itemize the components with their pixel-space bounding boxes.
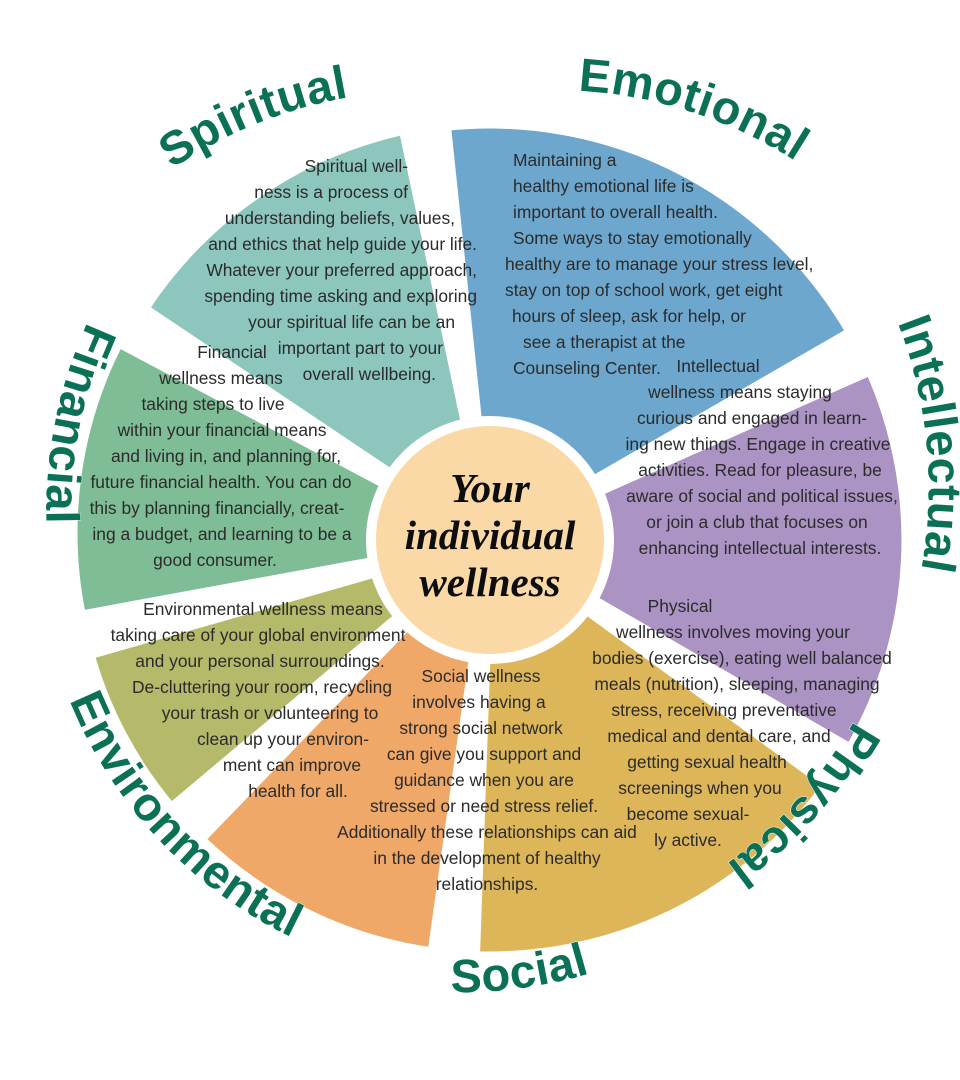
environmental-line-6: ment can improve	[223, 755, 361, 775]
financial-line-0: Financial	[197, 342, 267, 362]
segment-spiritual-shape[interactable]	[140, 125, 495, 545]
environmental-line-0: Environmental wellness means	[143, 599, 383, 619]
intellectual-line-5: aware of social and political issues,	[626, 486, 898, 506]
emotional-line-2: important to overall health.	[513, 202, 718, 222]
social-line-4: guidance when you are	[394, 770, 574, 790]
social-line-0: Social wellness	[422, 666, 541, 686]
segment-social-text: Social wellness involves having a strong…	[337, 666, 637, 894]
segment-social[interactable]	[196, 535, 495, 957]
spiritual-line-2: understanding beliefs, values,	[225, 208, 455, 228]
segment-intellectual-shape[interactable]	[485, 366, 911, 753]
social-line-7: in the development of healthy	[373, 848, 601, 868]
financial-line-2: taking steps to live	[141, 394, 284, 414]
financial-line-4: and living in, and planning for,	[111, 446, 341, 466]
intellectual-line-6: or join a club that focuses on	[646, 512, 867, 532]
spiritual-line-7: important part to your	[278, 338, 443, 358]
social-line-2: strong social network	[399, 718, 563, 738]
intellectual-line-4: activities. Read for pleasure, be	[638, 460, 882, 480]
environmental-line-4: your trash or volunteering to	[162, 703, 379, 723]
emotional-line-4: healthy are to manage your stress level,	[505, 254, 813, 274]
physical-line-9: ly active.	[654, 830, 722, 850]
spiritual-line-5: spending time asking and exploring	[204, 286, 477, 306]
spiritual-line-0: Spiritual well-	[305, 156, 409, 176]
emotional-line-5: stay on top of school work, get eight	[505, 280, 783, 300]
segment-environmental-text: Environmental wellness means taking care…	[111, 599, 406, 801]
physical-line-8: become sexual-	[627, 804, 750, 824]
emotional-line-3: Some ways to stay emotionally	[513, 228, 752, 248]
intellectual-line-2: curious and engaged in learn-	[637, 408, 867, 428]
hub: Your individual wellness	[366, 416, 614, 664]
hub-line-0: Your	[450, 465, 531, 511]
physical-line-3: meals (nutrition), sleeping, managing	[594, 674, 879, 694]
spiritual-line-3: and ethics that help guide your life.	[208, 234, 477, 254]
segment-physical[interactable]	[471, 535, 832, 961]
financial-line-5: future financial health. You can do	[90, 472, 351, 492]
spiritual-line-1: ness is a process of	[254, 182, 408, 202]
physical-line-7: screenings when you	[618, 778, 781, 798]
environmental-line-1: taking care of your global environment	[111, 625, 406, 645]
segment-emotional-text: Maintaining a healthy emotional life is …	[505, 150, 813, 378]
emotional-line-0: Maintaining a	[513, 150, 617, 170]
physical-line-5: medical and dental care, and	[607, 726, 830, 746]
social-line-5: stressed or need stress relief.	[370, 796, 598, 816]
intellectual-line-0: Intellectual	[676, 356, 759, 376]
segment-physical-text: Physical wellness involves moving your b…	[592, 596, 892, 850]
segment-spiritual[interactable]	[140, 125, 495, 545]
segment-intellectual[interactable]	[485, 366, 911, 753]
intellectual-line-1: wellness means staying	[647, 382, 832, 402]
emotional-line-8: Counseling Center.	[513, 358, 661, 378]
segment-physical-shape[interactable]	[471, 535, 832, 961]
segment-intellectual-text: Intellectual wellness means staying curi…	[626, 356, 898, 558]
emotional-line-1: healthy emotional life is	[513, 176, 694, 196]
hub-line-1: individual	[405, 512, 576, 558]
physical-line-1: wellness involves moving your	[615, 622, 850, 642]
environmental-line-2: and your personal surroundings.	[135, 651, 384, 671]
financial-line-1: wellness means	[158, 368, 283, 388]
segment-texts: Spiritual well- ness is a process of und…	[90, 150, 898, 894]
spiritual-line-8: overall wellbeing.	[303, 364, 436, 384]
physical-line-0: Physical	[648, 596, 713, 616]
physical-line-6: getting sexual health	[627, 752, 787, 772]
spiritual-line-4: Whatever your preferred approach,	[206, 260, 477, 280]
environmental-line-5: clean up your environ-	[197, 729, 369, 749]
emotional-line-7: see a therapist at the	[523, 332, 685, 352]
emotional-line-6: hours of sleep, ask for help, or	[512, 306, 746, 326]
physical-line-4: stress, receiving preventative	[611, 700, 836, 720]
financial-line-6: this by planning financially, creat-	[90, 498, 345, 518]
financial-line-8: good consumer.	[153, 550, 277, 570]
intellectual-line-3: ing new things. Engage in creative	[626, 434, 891, 454]
social-line-1: involves having a	[412, 692, 546, 712]
social-line-8: relationships.	[436, 874, 538, 894]
financial-line-3: within your financial means	[117, 420, 327, 440]
social-line-3: can give you support and	[387, 744, 581, 764]
segment-financial-text: Financial wellness means taking steps to…	[90, 342, 352, 570]
intellectual-line-7: enhancing intellectual interests.	[639, 538, 882, 558]
hub-line-2: wellness	[419, 559, 560, 605]
financial-line-7: ing a budget, and learning to be a	[92, 524, 351, 544]
segment-spiritual-text: Spiritual well- ness is a process of und…	[204, 156, 477, 384]
physical-line-2: bodies (exercise), eating well balanced	[592, 648, 892, 668]
wheel-segments	[68, 119, 911, 961]
environmental-line-3: De-cluttering your room, recycling	[132, 677, 392, 697]
environmental-line-7: health for all.	[248, 781, 348, 801]
social-line-6: Additionally these relationships can aid	[337, 822, 637, 842]
spiritual-line-6: your spiritual life can be an	[248, 312, 455, 332]
hub-circle	[366, 416, 614, 664]
segment-social-shape[interactable]	[196, 535, 495, 957]
